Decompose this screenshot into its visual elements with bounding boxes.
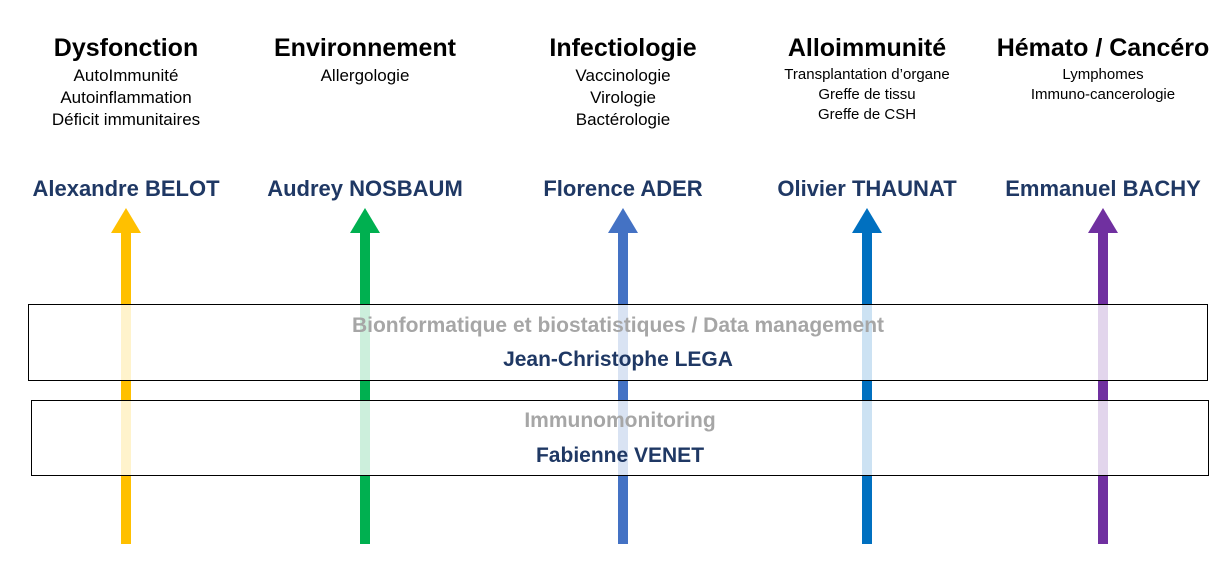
column-subtitle: Greffe de tissu <box>818 86 916 104</box>
arrow-shaft-dysfonction <box>121 230 131 544</box>
crosscut-person-data-management: Jean-Christophe LEGA <box>503 348 733 371</box>
column-subtitle: Allergologie <box>320 66 410 85</box>
column-subtitle: Lymphomes <box>1062 66 1144 83</box>
crosscut-role-immunomonitoring: Immunomonitoring <box>524 409 716 433</box>
column-subtitles-hemato-cancero: Lymphomes Immuno-cancerologie <box>982 65 1224 105</box>
arrow-head-alloimmunite <box>852 208 882 233</box>
column-subtitles-environnement: Allergologie <box>245 65 485 87</box>
column-subtitles-infectiologie: Vaccinologie Virologie Bactérologie <box>513 65 733 130</box>
arrow-infectiologie <box>603 208 643 544</box>
crosscut-person-immunomonitoring: Fabienne VENET <box>535 443 705 467</box>
column-title-dysfonction: Dysfonction <box>53 34 199 62</box>
arrow-head-dysfonction <box>111 208 141 233</box>
column-subtitle: Virologie <box>590 87 656 107</box>
column-subtitle: Déficit immunitaires <box>51 109 201 129</box>
arrow-shaft-hemato-cancero <box>1098 230 1108 544</box>
column-title-alloimmunite: Alloimmunité <box>787 34 947 62</box>
arrow-shaft-infectiologie <box>618 230 628 544</box>
column-alloimmunite: Alloimmunité Transplantation d’organe Gr… <box>757 34 977 125</box>
lead-name-alloimmunite: Olivier THAUNAT <box>777 176 957 201</box>
arrow-head-infectiologie <box>608 208 638 233</box>
column-dysfonction: Dysfonction AutoImmunité Autoinflammatio… <box>0 34 252 130</box>
column-subtitle: Greffe de CSH <box>817 106 917 124</box>
column-subtitle: Autoinflammation <box>60 87 192 107</box>
column-subtitle: AutoImmunité <box>73 66 179 85</box>
arrow-head-environnement <box>350 208 380 233</box>
arrow-hemato-cancero <box>1083 208 1123 544</box>
column-hemato-cancero: Hémato / Cancéro Lymphomes Immuno-cancer… <box>982 34 1224 105</box>
arrow-environnement <box>345 208 385 544</box>
column-title-environnement: Environnement <box>274 34 456 62</box>
lead-name-environnement: Audrey NOSBAUM <box>267 176 463 201</box>
column-infectiologie: Infectiologie Vaccinologie Virologie Bac… <box>513 34 733 130</box>
column-subtitles-dysfonction: AutoImmunité Autoinflammation Déficit im… <box>0 65 252 130</box>
column-subtitles-alloimmunite: Transplantation d’organe Greffe de tissu… <box>757 65 977 125</box>
column-environnement: Environnement Allergologie <box>245 34 485 87</box>
lead-name-infectiologie: Florence ADER <box>543 176 703 201</box>
crosscut-box-immunomonitoring: Immunomonitoring Fabienne VENET <box>31 400 1209 476</box>
arrow-dysfonction <box>106 208 146 544</box>
column-subtitle: Bactérologie <box>575 109 671 129</box>
lead-name-hemato-cancero: Emmanuel BACHY <box>1005 176 1201 201</box>
arrow-head-hemato-cancero <box>1088 208 1118 233</box>
column-subtitle: Immuno-cancerologie <box>1030 86 1176 104</box>
column-subtitle: Vaccinologie <box>575 66 671 85</box>
arrow-alloimmunite <box>847 208 887 544</box>
arrow-shaft-environnement <box>360 230 370 544</box>
lead-name-dysfonction: Alexandre BELOT <box>32 176 220 201</box>
column-subtitle: Transplantation d’organe <box>784 66 950 83</box>
column-title-infectiologie: Infectiologie <box>549 34 697 62</box>
column-title-hemato-cancero: Hémato / Cancéro <box>996 34 1210 62</box>
crosscut-box-data-management: Bionformatique et biostatistiques / Data… <box>28 304 1208 381</box>
crosscut-role-data-management: Bionformatique et biostatistiques / Data… <box>351 313 885 337</box>
arrow-shaft-alloimmunite <box>862 230 872 544</box>
